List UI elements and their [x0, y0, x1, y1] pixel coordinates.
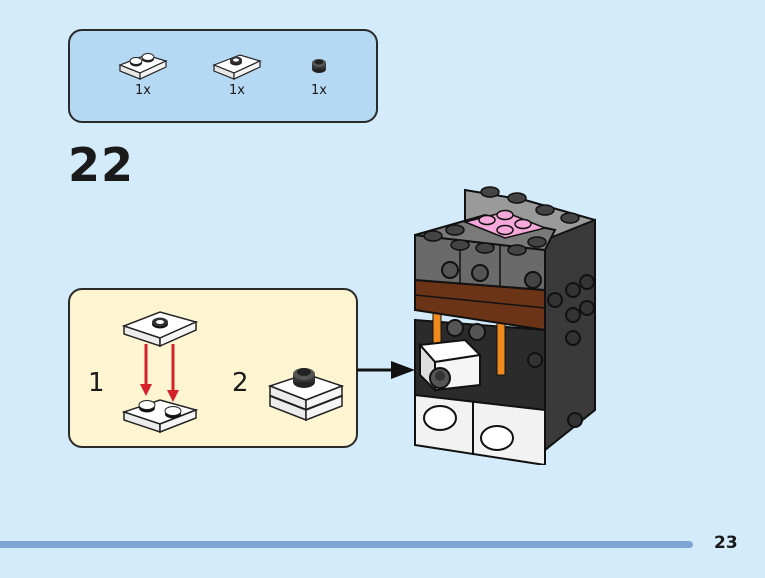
parts-list-callout: 1x 1x 1x	[68, 29, 378, 123]
part-item: 1x	[108, 51, 178, 98]
placement-arrow-icon	[357, 361, 415, 379]
jumper-plate-1x2-white-icon	[212, 54, 262, 80]
substep-2-illustration	[267, 368, 345, 422]
step-number: 22	[68, 138, 135, 192]
part-item: 1x	[202, 51, 272, 98]
brickheadz-model-illustration	[414, 186, 596, 465]
part-quantity: 1x	[311, 83, 327, 98]
part-quantity: 1x	[135, 83, 151, 98]
footer-progress-bar	[0, 541, 693, 548]
subassembly-callout: 1 2	[68, 288, 358, 448]
part-item: 1x	[284, 51, 354, 98]
round-plate-1x1-black-icon	[312, 59, 326, 73]
substep-label: 1	[88, 368, 105, 398]
plate-1x2-white-icon	[118, 53, 168, 80]
page-number: 23	[714, 533, 738, 553]
substep-1-illustration	[121, 311, 199, 434]
part-quantity: 1x	[229, 83, 245, 98]
substep-label: 2	[232, 368, 249, 398]
